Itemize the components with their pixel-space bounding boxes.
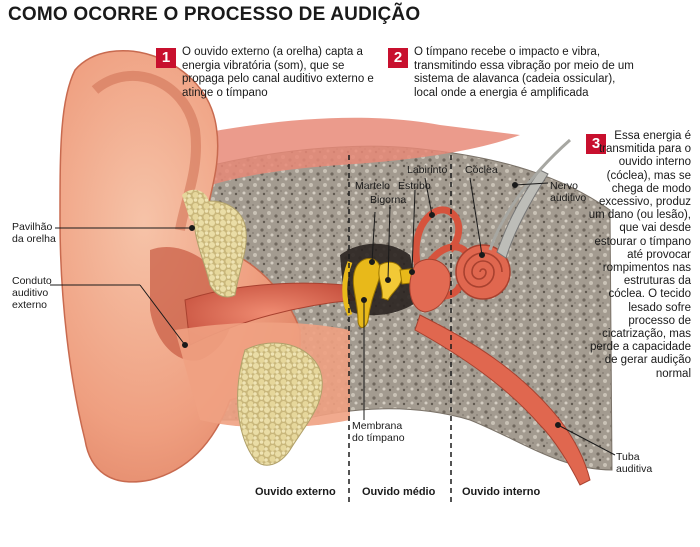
label-nervo: Nervo auditivo bbox=[550, 180, 587, 204]
step-1-badge: 1 bbox=[156, 48, 176, 68]
label-martelo: Martelo bbox=[355, 180, 391, 192]
label-conduto: Conduto auditivo externo bbox=[12, 275, 52, 311]
region-inner: Ouvido interno bbox=[462, 486, 541, 498]
leader-lines bbox=[50, 177, 616, 456]
label-tuba: Tuba auditiva bbox=[616, 451, 653, 475]
region-middle: Ouvido médio bbox=[362, 486, 436, 498]
step-3-badge: 3 bbox=[586, 134, 606, 154]
label-bigorna: Bigorna bbox=[370, 194, 407, 206]
label-estribo: Estribo bbox=[398, 180, 431, 192]
cochlea-spiral bbox=[463, 252, 503, 288]
nerve-branch bbox=[488, 138, 571, 251]
region-external: Ouvido externo bbox=[255, 486, 336, 498]
step-1-text: O ouvido externo (a orelha) capta a ener… bbox=[182, 46, 374, 99]
label-pavilhao: Pavilhão da orelha bbox=[12, 221, 56, 245]
upper-tissue bbox=[170, 117, 520, 200]
lower-gland bbox=[237, 342, 323, 466]
label-coclea: Cóclea bbox=[465, 164, 498, 176]
step-2-badge: 2 bbox=[388, 48, 408, 68]
vestibule bbox=[409, 258, 451, 313]
label-membrana: Membrana do tímpano bbox=[352, 420, 405, 444]
page-title: COMO OCORRE O PROCESSO DE AUDIÇÃO bbox=[8, 4, 421, 25]
nerve-shape bbox=[496, 169, 549, 259]
step-2-text: O tímpano recebe o impacto e vibra, tran… bbox=[414, 46, 634, 99]
top-gland bbox=[182, 189, 211, 222]
malleus-shape bbox=[352, 258, 381, 328]
auditory-tube-shape bbox=[414, 314, 591, 486]
upper-gland bbox=[193, 200, 247, 298]
label-labirinto: Labirinto bbox=[407, 164, 448, 176]
step-3-text: Essa energia é transmitida para o ouvido… bbox=[588, 130, 691, 380]
